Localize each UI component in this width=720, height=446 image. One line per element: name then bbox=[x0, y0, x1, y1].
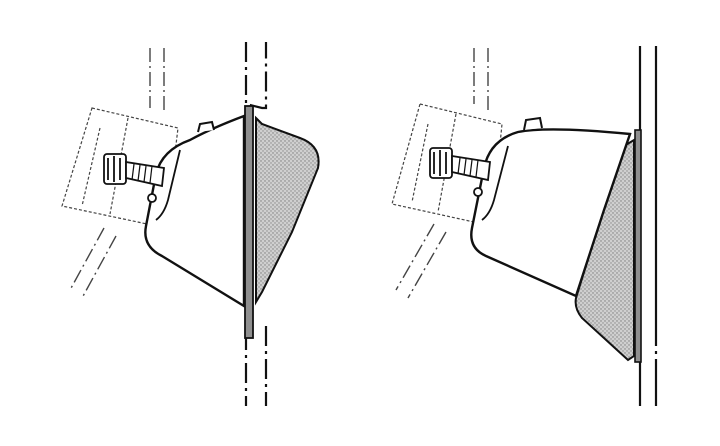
right-housing bbox=[470, 128, 632, 298]
right-wall-plate bbox=[634, 46, 658, 406]
right-bolt bbox=[429, 147, 491, 197]
left-upper-rails bbox=[149, 48, 165, 114]
left-top-tab bbox=[197, 120, 215, 133]
left-housing bbox=[144, 114, 246, 309]
right-housing-lip bbox=[481, 145, 509, 221]
left-clamp-bracket bbox=[61, 107, 179, 229]
left-lower-rails bbox=[69, 227, 117, 299]
left-housing-lip bbox=[155, 149, 181, 221]
right-upper-rails bbox=[473, 48, 489, 112]
left-bolt bbox=[103, 153, 165, 203]
right-top-tab bbox=[523, 116, 543, 131]
right-lower-rails bbox=[395, 223, 447, 299]
left-seal-wedge bbox=[255, 115, 320, 306]
right-assembly bbox=[391, 46, 658, 406]
left-assembly bbox=[61, 42, 320, 406]
